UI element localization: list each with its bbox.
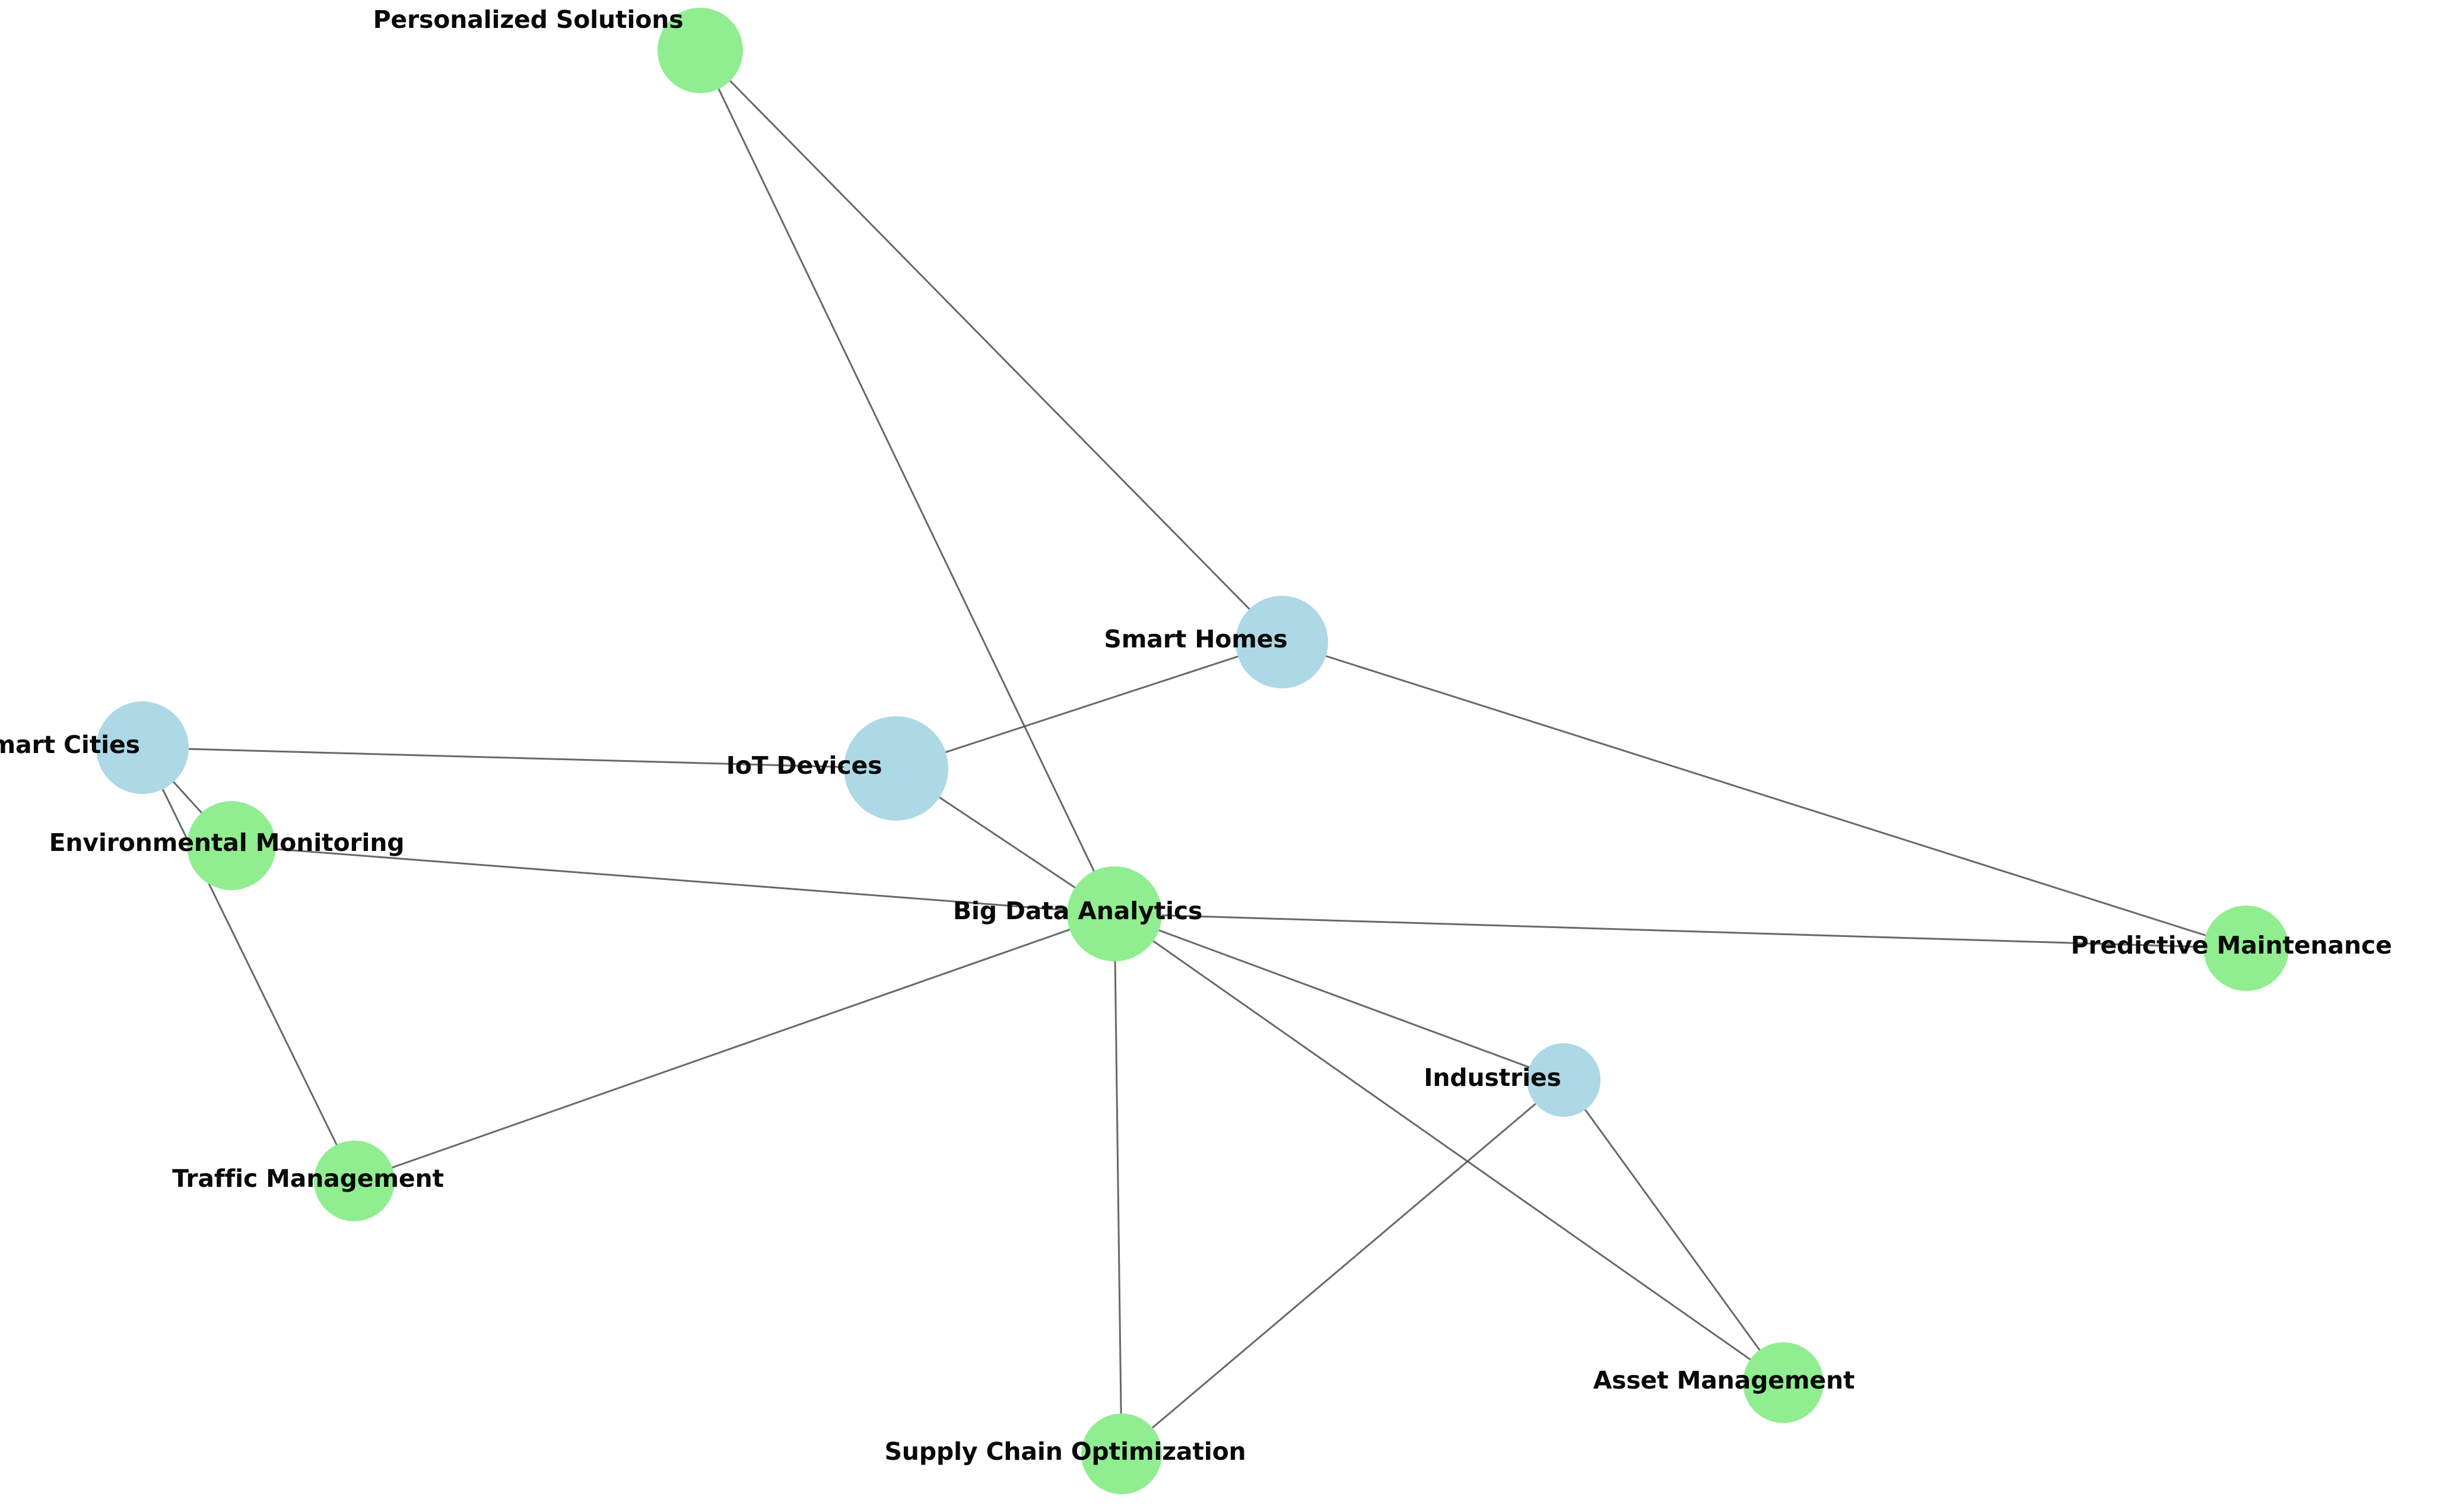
graph-node-big-data-analytics[interactable] <box>1067 866 1162 961</box>
graph-edge <box>1114 913 1770 1373</box>
graph-edge <box>1563 1079 1773 1369</box>
graph-node-asset-management[interactable] <box>1743 1342 1824 1423</box>
node-label-personalized-solutions: Personalized Solutions <box>373 5 684 34</box>
node-label-traffic-management: Traffic Management <box>172 1164 444 1193</box>
graph-edge <box>1281 641 2229 943</box>
graph-edge <box>142 747 874 768</box>
graph-node-traffic-management[interactable] <box>314 1141 395 1221</box>
graph-edge <box>1114 913 1549 1075</box>
graph-edge <box>708 66 1116 914</box>
graph-node-supply-chain-optimization[interactable] <box>1081 1413 1162 1494</box>
graph-edge <box>1135 1079 1564 1443</box>
graph-node-industries[interactable] <box>1527 1043 1600 1117</box>
graph-node-smart-homes[interactable] <box>1236 596 1328 688</box>
graph-edge <box>141 747 347 1165</box>
graph-node-smart-cities[interactable] <box>96 701 189 794</box>
graph-edge <box>917 641 1282 761</box>
graph-edge <box>1114 913 2228 948</box>
graph-node-environmental-monitoring[interactable] <box>187 801 276 890</box>
graph-edge <box>1114 913 1122 1437</box>
graph-node-personalized-solutions[interactable] <box>658 8 743 93</box>
graph-node-predictive-maintenance[interactable] <box>2203 906 2289 991</box>
graph-node-iot-devices[interactable] <box>844 716 948 821</box>
graph-edge <box>370 913 1115 1176</box>
graph-edge <box>713 63 1283 643</box>
graph-edge <box>231 844 1094 912</box>
node-label-supply-chain-optimization: Supply Chain Optimization <box>884 1437 1246 1466</box>
